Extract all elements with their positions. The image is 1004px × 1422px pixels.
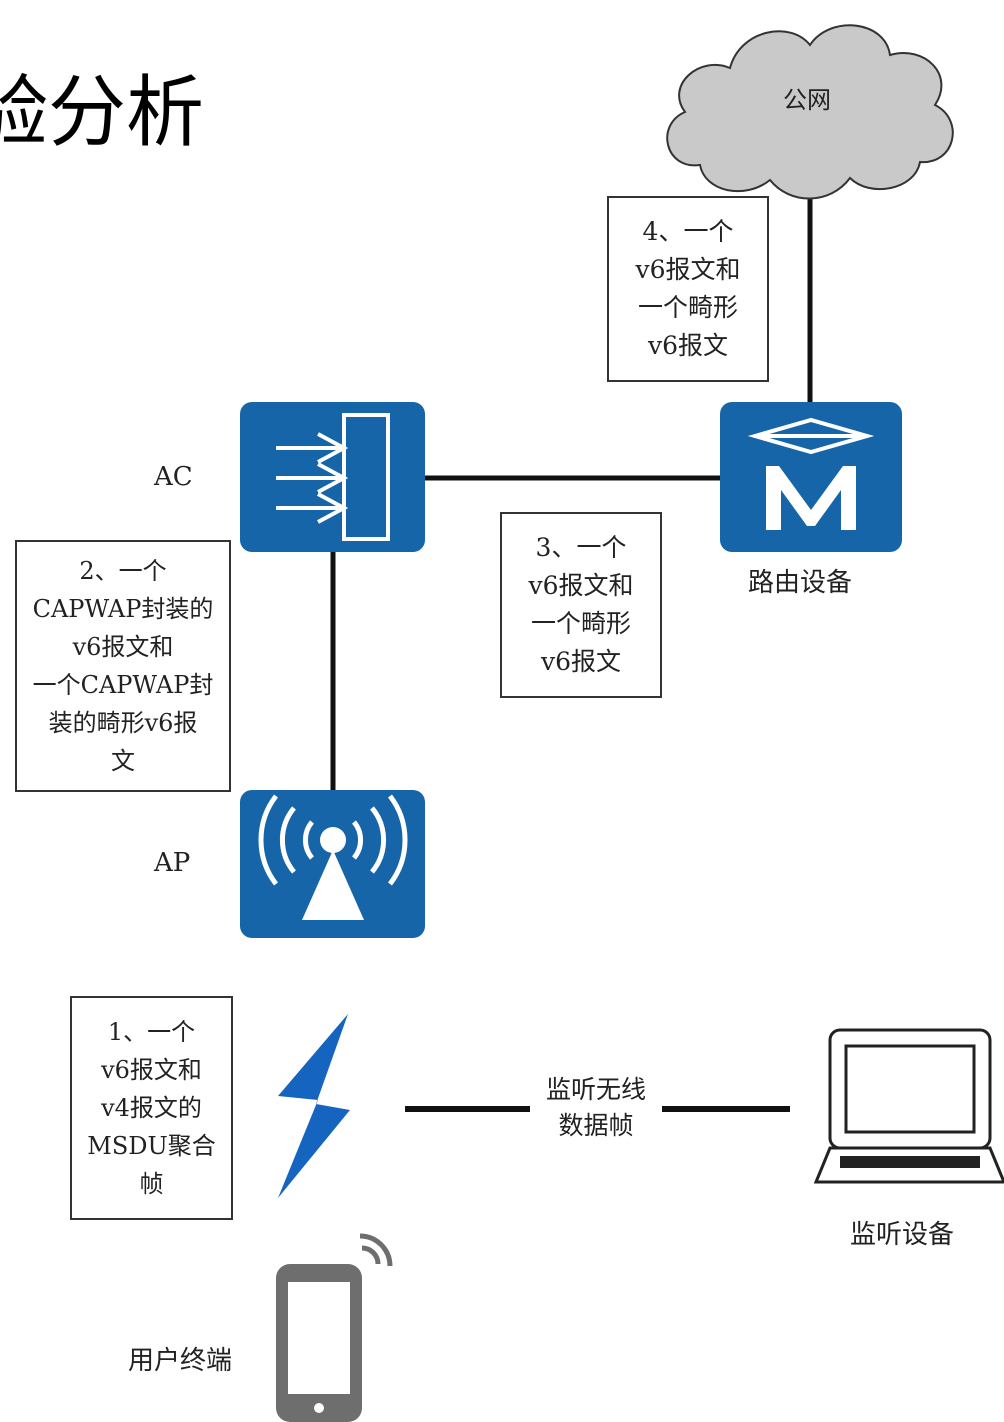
note-step-2-line: 文: [111, 747, 135, 775]
wireless-capture-label-line: 数据帧: [558, 1111, 634, 1140]
note-step-4-line: v6报文和: [635, 255, 741, 284]
router-device-icon: [720, 402, 902, 552]
note-step-4-line: v6报文: [647, 331, 729, 360]
note-step-4: 4、一个 v6报文和 一个畸形 v6报文: [607, 196, 769, 382]
note-step-2-line: 2、一个: [79, 557, 167, 585]
page-title: 验分析: [0, 68, 205, 158]
note-step-1-line: 1、一个: [107, 1018, 196, 1046]
note-step-2: 2、一个 CAPWAP封装的 v6报文和 一个CAPWAP封 装的畸形v6报 文: [15, 540, 231, 792]
router-label: 路由设备: [748, 568, 853, 598]
monitor-label: 监听设备: [850, 1220, 955, 1250]
note-step-2-line: CAPWAP封装的: [32, 595, 214, 623]
ap-label: AP: [154, 848, 191, 878]
note-step-2-line: 一个CAPWAP封: [32, 671, 214, 699]
terminal-label: 用户终端: [128, 1346, 233, 1376]
wireless-capture-label-line: 监听无线: [545, 1075, 646, 1104]
note-step-3: 3、一个 v6报文和 一个畸形 v6报文: [500, 512, 662, 698]
note-step-3-line: v6报文和: [528, 571, 634, 600]
ac-device-icon: [240, 402, 425, 552]
note-step-3-line: 3、一个: [535, 533, 627, 562]
cloud-icon: [666, 24, 954, 200]
ap-device-icon: [240, 790, 425, 938]
note-step-1-line: MSDU聚合: [87, 1132, 216, 1160]
note-step-4-line: 4、一个: [642, 217, 734, 246]
laptop-icon: [813, 1028, 1004, 1184]
note-step-1: 1、一个 v6报文和 v4报文的 MSDU聚合 帧: [70, 996, 233, 1220]
note-step-2-line: v6报文和: [72, 633, 174, 661]
note-step-2-line: 装的畸形v6报: [48, 709, 198, 737]
note-step-3-line: v6报文: [540, 647, 622, 676]
note-step-1-line: 帧: [139, 1170, 164, 1198]
wireless-capture-label: 监听无线 数据帧: [530, 1072, 662, 1144]
note-step-1-line: v4报文的: [101, 1094, 202, 1122]
note-step-4-line: 一个畸形: [637, 293, 738, 322]
internet-label: 公网: [783, 86, 831, 114]
phone-icon: [276, 1233, 393, 1422]
note-step-3-line: 一个畸形: [530, 609, 631, 638]
note-step-1-line: v6报文和: [101, 1056, 202, 1084]
lightning-icon: [278, 1014, 350, 1198]
ac-label: AC: [154, 462, 193, 492]
